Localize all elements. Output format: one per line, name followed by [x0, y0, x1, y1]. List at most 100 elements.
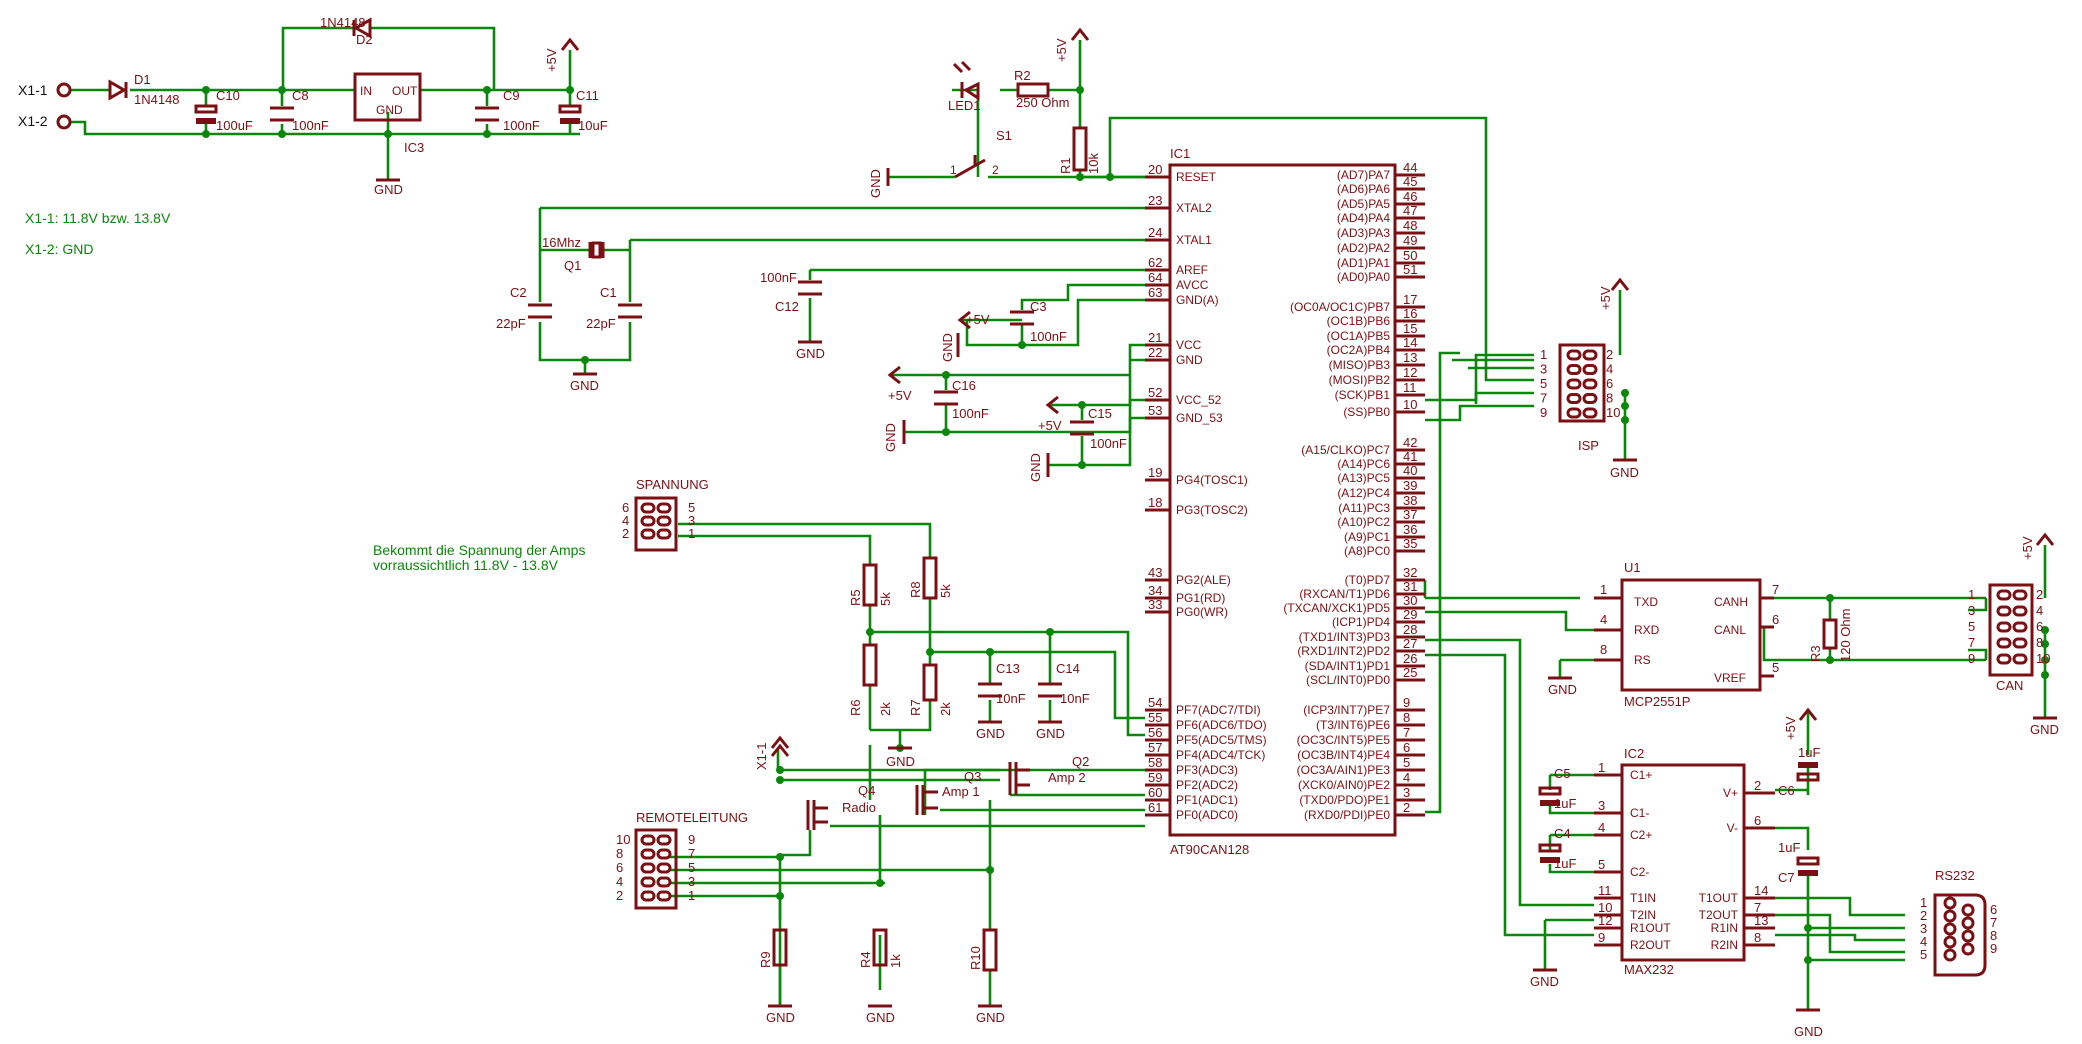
ic2-pin-name: C2-: [1630, 865, 1649, 879]
isp-pin: [1566, 378, 1582, 390]
spannung-pin: [656, 502, 672, 514]
ic1-pin-name: (SCK)PB1: [1335, 388, 1391, 402]
ic2-pin-number: 1: [1598, 760, 1605, 775]
gnd-label-r9: GND: [766, 1010, 795, 1025]
ic2-pin-number: 8: [1754, 930, 1761, 945]
c1-label: C1: [600, 285, 617, 300]
ic1-pin-number: 4: [1403, 770, 1410, 785]
r9-label: R9: [758, 951, 773, 968]
can-transceiver-u1: U1 MCP2551P TXD RXD RS CANH CANL VREF 1 …: [1548, 560, 1779, 709]
rs232-pin-number: 9: [1990, 941, 1997, 956]
capacitor-c3: C3 100nF +5V GND: [940, 299, 1067, 362]
ic1-pin-name: (AD2)PA2: [1337, 241, 1390, 255]
ic1-pin-name: (AD4)PA4: [1337, 211, 1390, 225]
remote-pin: [640, 890, 656, 902]
ic1-pin-number: 51: [1403, 262, 1417, 277]
ic1-pin-number: 20: [1148, 162, 1162, 177]
ic1-pin-name: (SDA/INT1)PD1: [1305, 659, 1391, 673]
r3-value: 120 Ohm: [1838, 609, 1853, 662]
remote-pin: [656, 834, 672, 846]
ic1-pin-number: 13: [1403, 350, 1417, 365]
can-pin: [1996, 605, 2012, 617]
ic1-pin-number: 59: [1148, 770, 1162, 785]
vcc-label-isp: +5V: [1598, 286, 1613, 310]
ic1-pin-number: 60: [1148, 785, 1162, 800]
ic1-pin-name: PG3(TOSC2): [1176, 503, 1248, 517]
capacitor-c11: C11 10uF: [558, 88, 608, 133]
r1-label: R1: [1058, 157, 1073, 174]
ic1-pin-name: (OC3C/INT5)PE5: [1297, 733, 1391, 747]
vcc-label-r2: +5V: [1054, 38, 1069, 62]
spannung-pin-number: 2: [622, 526, 629, 541]
ic1-pin-number: 55: [1148, 710, 1162, 725]
vcc-symbol-top: +5V: [544, 37, 580, 72]
ic2-pin-name: V-: [1727, 821, 1738, 835]
crystal-q1: 16Mhz Q1: [542, 235, 605, 273]
ic2-value: MAX232: [1624, 962, 1674, 977]
ic2-pin-number: 13: [1754, 913, 1768, 928]
ic1-pin-number: 46: [1403, 189, 1417, 204]
ic2-pin-name: C1-: [1630, 806, 1649, 820]
can-pin: [2012, 589, 2028, 601]
ic1-pin-number: 10: [1403, 397, 1417, 412]
c4-value: 1uF: [1554, 856, 1576, 871]
isp-pin: [1582, 407, 1598, 419]
ic1-pin-number: 28: [1403, 622, 1417, 637]
ic1-pin-name: (TXCAN/XCK1)PD5: [1283, 601, 1390, 615]
x1-1-terminal[interactable]: [56, 82, 72, 98]
gnd-symbol-reset: GND: [868, 168, 890, 198]
ic1-pin-number: 22: [1148, 345, 1162, 360]
ic2-pin-name: R2OUT: [1630, 938, 1671, 952]
spannung-pin-number: 3: [688, 513, 695, 528]
rs232-pin-number: 1: [1920, 895, 1927, 910]
remote-pin: [656, 848, 672, 860]
isp-pin: [1582, 349, 1598, 361]
ic2-pin-name: R2IN: [1711, 938, 1738, 952]
ic1-pin-name: (SCL/INT0)PD0: [1306, 673, 1390, 687]
ic1-pin-number: 52: [1148, 385, 1162, 400]
ic1-pin-number: 43: [1148, 565, 1162, 580]
ic1-pin-number: 12: [1403, 365, 1417, 380]
ic2-pin-number: 12: [1598, 913, 1612, 928]
capacitor-c7: 1uF C7 GND: [1778, 840, 1823, 1039]
rs232-pin-number: 8: [1990, 928, 1997, 943]
can-pin: [2012, 637, 2028, 649]
x1-2-terminal[interactable]: [56, 114, 72, 130]
c16-value: 100nF: [952, 406, 989, 421]
isp-pin: [1566, 393, 1582, 404]
isp-label: ISP: [1578, 438, 1599, 453]
u1-vref-pin: VREF: [1714, 671, 1746, 685]
x1-1-supply-symbol: X1-1: [754, 735, 790, 770]
r8-label: R8: [908, 581, 923, 598]
resistor-r6: R6 2k: [848, 643, 893, 716]
switch-s1[interactable]: S1 1 2: [950, 128, 1012, 179]
rs232-pin: [1961, 903, 1975, 917]
c10-value: 100uF: [216, 118, 253, 133]
ic1-pin-number: 17: [1403, 292, 1417, 307]
ic1-pin-name: (A15/CLKO)PC7: [1301, 443, 1390, 457]
rs232-pin-number: 2: [1920, 908, 1927, 923]
spannung-pin-number: 4: [622, 513, 629, 528]
ic1-pin-number: 56: [1148, 725, 1162, 740]
ic2-pin-name: R1OUT: [1630, 921, 1671, 935]
gnd-label-crystal: GND: [570, 378, 599, 393]
gnd-label-r4: GND: [866, 1010, 895, 1025]
ic2-pin-name: T2OUT: [1699, 908, 1739, 922]
note-amps-line2: vorraussichtlich 11.8V - 13.8V: [373, 557, 559, 573]
c11-label: C11: [576, 88, 599, 103]
ic1-pin-name: (T3/INT6)PE6: [1316, 718, 1390, 732]
ic1-pin-name: (OC1A)PB5: [1327, 329, 1391, 343]
remote-pin: [640, 834, 656, 846]
vcc-label-ic2: +5V: [1783, 716, 1798, 740]
ic1-pin-name: (ICP3/INT7)PE7: [1303, 703, 1390, 717]
ic1-pin-name: PG0(WR): [1176, 605, 1228, 619]
r10-label: R10: [968, 946, 983, 970]
isp-pin-number: 9: [1540, 405, 1547, 420]
